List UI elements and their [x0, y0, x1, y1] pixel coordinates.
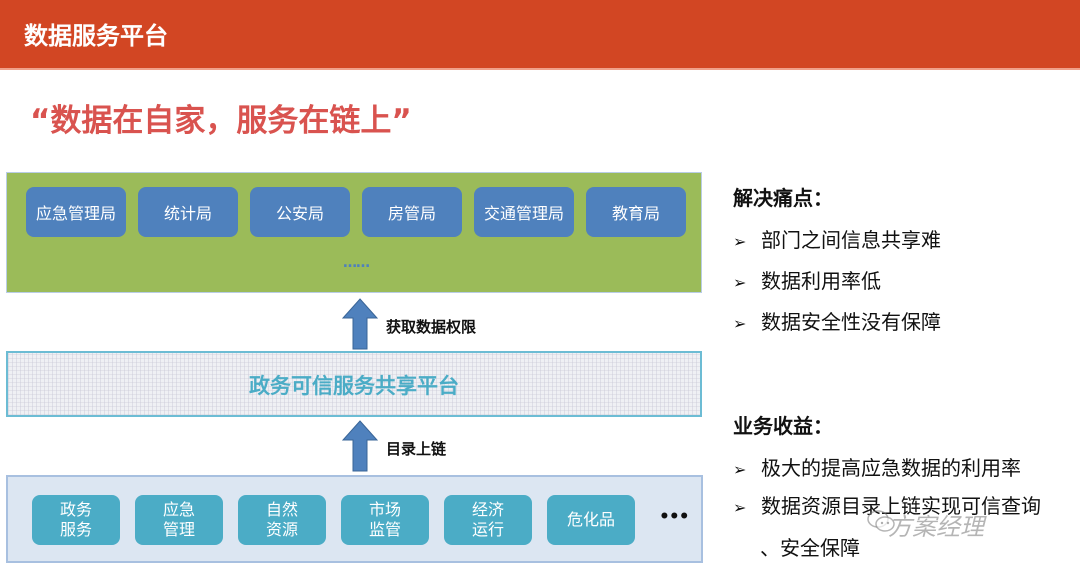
arrow-label-permission: 获取数据权限 [386, 318, 477, 336]
data-sources-layer: 政务服务 应急管理 自然资源 市场监管 经济运行 危化品 ••• [6, 475, 703, 563]
benefit-item-continued: 、安全保障 [760, 536, 860, 560]
arrow-up-icon [342, 420, 378, 472]
arrow-bullet-icon: ➢ [733, 314, 747, 333]
department-box: 公安局 [250, 187, 350, 237]
pain-point-item: ➢数据安全性没有保障 [733, 310, 941, 334]
slogan: “数据在自家，服务在链上” [30, 103, 412, 139]
benefit-item: ➢数据资源目录上链实现可信查询 [733, 494, 1041, 518]
arrow-bullet-icon: ➢ [733, 460, 747, 479]
data-source-box: 市场监管 [341, 495, 429, 545]
pain-points-heading: 解决痛点： [733, 186, 833, 210]
department-box: 统计局 [138, 187, 238, 237]
arrow-bullet-icon: ➢ [733, 232, 747, 251]
benefits-heading: 业务收益： [733, 414, 833, 438]
page-title: 数据服务平台 [24, 22, 168, 50]
data-source-box: 危化品 [547, 495, 635, 545]
data-source-box: 应急管理 [135, 495, 223, 545]
benefit-item: ➢极大的提高应急数据的利用率 [733, 456, 1021, 480]
data-source-box: 自然资源 [238, 495, 326, 545]
watermark: 方案经理 [888, 513, 984, 541]
pain-point-item: ➢数据利用率低 [733, 269, 881, 293]
arrow-up-icon [342, 298, 378, 350]
department-box: 房管局 [362, 187, 462, 237]
platform-label: 政务可信服务共享平台 [249, 374, 459, 398]
data-source-box: 经济运行 [444, 495, 532, 545]
more-sources-ellipsis: ••• [659, 507, 690, 527]
department-box: 应急管理局 [26, 187, 126, 237]
arrow-label-catalog: 目录上链 [386, 440, 447, 458]
wechat-icon [867, 510, 895, 532]
more-departments-ellipsis: …… [343, 255, 370, 271]
department-box: 教育局 [586, 187, 686, 237]
arrow-bullet-icon: ➢ [733, 498, 747, 517]
trusted-service-platform: 政务可信服务共享平台 [6, 351, 702, 417]
header-bar: 数据服务平台 [0, 0, 1080, 70]
department-box: 交通管理局 [474, 187, 574, 237]
departments-layer: 应急管理局 统计局 公安局 房管局 交通管理局 教育局 …… [6, 172, 702, 293]
pain-point-item: ➢部门之间信息共享难 [733, 228, 941, 252]
data-source-box: 政务服务 [32, 495, 120, 545]
arrow-bullet-icon: ➢ [733, 273, 747, 292]
